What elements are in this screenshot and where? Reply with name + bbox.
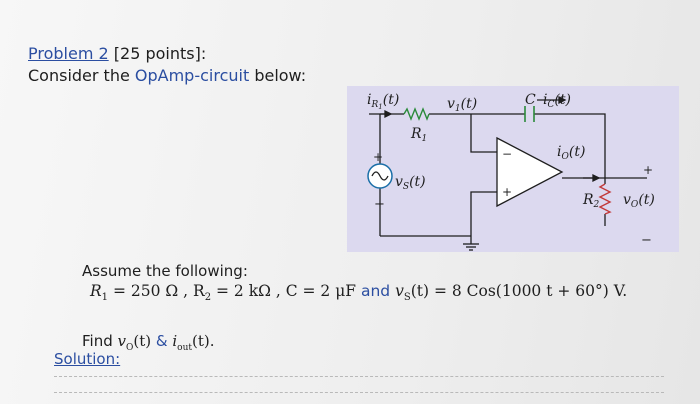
label-r2: R2 (582, 192, 600, 210)
wire-inverting (470, 114, 497, 153)
arrow-ic-head-icon (558, 95, 567, 105)
statement-accent: OpAmp-circuit (134, 66, 250, 85)
resistor-r2-icon (598, 183, 612, 215)
label-r1: R1 (410, 126, 427, 144)
current-arrows (369, 95, 601, 183)
label-output-plus: + (643, 163, 653, 177)
label-v1: v1(t) (447, 96, 477, 114)
resistor-r1-icon (403, 107, 430, 121)
statement-pre: Consider the (28, 66, 135, 85)
label-vs: vS(t) (395, 174, 426, 192)
solution-link[interactable]: Solution: (54, 350, 121, 368)
label-source-minus: − (374, 197, 385, 212)
givens-and: and (360, 282, 391, 300)
label-opamp-plus: + (502, 185, 512, 199)
assume-heading: Assume the following: (82, 262, 248, 280)
wire-top-right (534, 113, 606, 178)
ground-icon (463, 243, 479, 251)
opamp-circuit-diagram: iR1(t) v1(t) C iC(t) R1 iO(t) + − vS(t) … (367, 92, 655, 251)
find-statement: Find vO(t) & iout(t). (82, 332, 215, 353)
label-io: iO(t) (557, 144, 585, 162)
label-i-r1: iR1(t) (367, 92, 399, 111)
answer-line (54, 392, 664, 393)
opamp-triangle-icon (496, 136, 564, 208)
arrow-ir1-head-icon (384, 109, 393, 119)
circuit-wires (379, 113, 647, 244)
label-opamp-minus: − (502, 147, 512, 161)
problem-heading: Problem 2 [25 points]: (28, 44, 206, 63)
capacitor-icon (524, 106, 535, 122)
statement-post: below: (249, 66, 307, 85)
arrow-io-head-icon (592, 173, 601, 183)
problem-points: [25 points]: (113, 44, 207, 63)
answer-line (54, 376, 664, 377)
label-source-plus: + (373, 150, 383, 164)
wire-noninverting (470, 191, 497, 236)
problem-statement: Consider the OpAmp-circuit below: (28, 66, 306, 85)
label-output-minus: − (641, 233, 652, 248)
label-vo: vO(t) (623, 192, 655, 210)
label-ic: iC(t) (543, 92, 571, 110)
given-values: R1 = 250 Ω , R2 = 2 kΩ , C = 2 μF and vS… (90, 282, 628, 304)
ac-source-icon (367, 163, 393, 189)
label-c: C (525, 92, 536, 108)
problem-link[interactable]: Problem 2 (28, 44, 109, 63)
